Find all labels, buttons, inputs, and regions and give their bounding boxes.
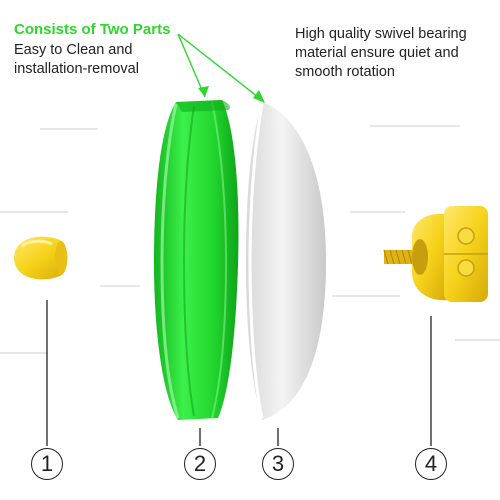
yellow-cap-part [14,236,68,280]
headline-consists-of-two-parts: Consists of Two Parts [14,21,171,38]
part-number-2: 2 [184,448,216,480]
yellow-bearing-part [383,206,488,302]
part-number-3: 3 [262,448,294,480]
arrow-head-left [198,86,209,97]
part-number-1: 1 [31,448,63,480]
right-description: High quality swivel bearing material ens… [295,26,467,80]
leader-lines [46,300,432,446]
callout-arrows [177,33,264,102]
arrow-head-right [253,90,265,103]
green-wheel-part [154,100,239,420]
part-number-4: 4 [415,448,447,480]
white-cover-part [246,102,326,420]
left-description: Easy to Clean and installation-removal [14,42,139,77]
background-guide-lines [0,125,500,354]
